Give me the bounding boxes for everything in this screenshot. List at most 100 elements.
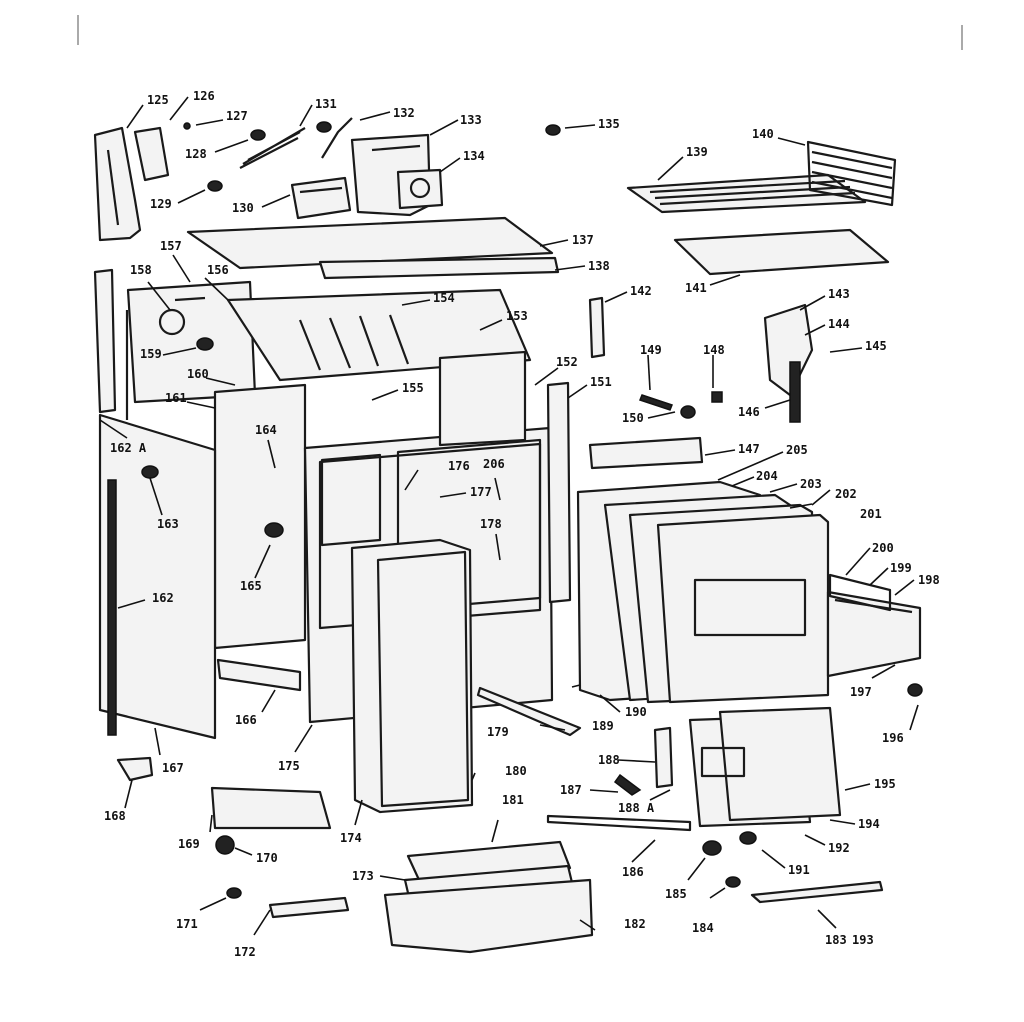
part-138-trim <box>318 256 560 280</box>
label-154: 154 <box>433 291 455 305</box>
label-188A: 188 A <box>618 801 655 815</box>
label-188: 188 <box>598 753 620 767</box>
part-143-valve <box>763 303 814 423</box>
label-184: 184 <box>692 921 714 935</box>
label-173: 173 <box>352 869 374 883</box>
part-163-knob <box>141 465 159 479</box>
part-162A-side-panel <box>98 413 217 740</box>
part-179-rail <box>476 686 582 737</box>
label-202: 202 <box>835 487 857 501</box>
part-170-foot <box>215 835 235 855</box>
label-141: 141 <box>685 281 707 295</box>
part-127-screw <box>183 122 191 130</box>
label-162: 162 <box>152 591 174 605</box>
label-148: 148 <box>703 343 725 357</box>
label-169: 169 <box>178 837 200 851</box>
part-193-handle <box>750 880 884 904</box>
part-134-plate <box>396 168 444 210</box>
label-183: 183 <box>825 933 847 947</box>
label-192: 192 <box>828 841 850 855</box>
part-157-side-strip <box>93 268 117 414</box>
label-133: 133 <box>460 113 482 127</box>
part-147-bracket <box>588 436 704 470</box>
label-203: 203 <box>800 477 822 491</box>
label-195: 195 <box>874 777 896 791</box>
part-139-oven-rack <box>626 173 867 214</box>
label-205: 205 <box>786 443 808 457</box>
label-198: 198 <box>918 573 940 587</box>
part-128-clip <box>250 129 266 141</box>
label-161: 161 <box>165 391 187 405</box>
part-186-tube <box>546 814 692 832</box>
label-159: 159 <box>140 347 162 361</box>
label-146: 146 <box>738 405 760 419</box>
label-197: 197 <box>850 685 872 699</box>
label-125: 125 <box>147 93 169 107</box>
part-137-top-panel <box>186 216 554 270</box>
part-182-burner-box <box>383 878 594 954</box>
part-131-element <box>239 121 332 169</box>
label-127: 127 <box>226 109 248 123</box>
part-171-clip <box>226 887 242 899</box>
part-149-screw <box>639 394 673 411</box>
label-187: 187 <box>560 783 582 797</box>
part-165-valve <box>264 522 284 538</box>
label-194: 194 <box>858 817 880 831</box>
label-128: 128 <box>185 147 207 161</box>
part-151-right-rail <box>546 381 572 604</box>
part-195-broiler-door <box>688 706 842 828</box>
label-144: 144 <box>828 317 850 331</box>
part-159-knob <box>196 337 214 351</box>
label-135: 135 <box>598 117 620 131</box>
label-190: 190 <box>625 705 647 719</box>
callout-labels: 125 126 127 128 129 130 131 132 133 134 … <box>104 89 940 959</box>
label-134: 134 <box>463 149 485 163</box>
part-191-fitting <box>739 831 757 845</box>
part-150-knob <box>680 405 696 419</box>
label-186: 186 <box>622 865 644 879</box>
label-174: 174 <box>340 831 362 845</box>
part-129-grommet <box>207 180 223 192</box>
label-153: 153 <box>506 309 528 323</box>
label-191: 191 <box>788 863 810 877</box>
leader-lines <box>99 96 919 936</box>
part-168-bracket <box>116 756 154 782</box>
label-181: 181 <box>502 793 524 807</box>
part-169-kickplate <box>210 786 332 830</box>
label-193: 193 <box>852 933 874 947</box>
label-138: 138 <box>588 259 610 273</box>
part-158-clock <box>158 308 186 336</box>
part-166-bottom-strip <box>216 658 302 692</box>
part-141-broiler-pan <box>673 228 890 276</box>
label-172: 172 <box>234 945 256 959</box>
label-147: 147 <box>738 442 760 456</box>
label-132: 132 <box>393 106 415 120</box>
label-130: 130 <box>232 201 254 215</box>
label-178: 178 <box>480 517 502 531</box>
label-126: 126 <box>193 89 215 103</box>
label-171: 171 <box>176 917 198 931</box>
label-170: 170 <box>256 851 278 865</box>
label-131: 131 <box>315 97 337 111</box>
label-163: 163 <box>157 517 179 531</box>
part-180-door-panel <box>350 538 474 814</box>
label-177: 177 <box>470 485 492 499</box>
part-184-clip <box>725 876 741 888</box>
label-182: 182 <box>624 917 646 931</box>
label-185: 185 <box>665 887 687 901</box>
label-176: 176 <box>448 459 470 473</box>
label-150: 150 <box>622 411 644 425</box>
label-180: 180 <box>505 764 527 778</box>
label-149: 149 <box>640 343 662 357</box>
label-143: 143 <box>828 287 850 301</box>
part-148-clip <box>711 391 723 403</box>
label-166: 166 <box>235 713 257 727</box>
part-126-bracket <box>133 126 170 182</box>
label-151: 151 <box>590 375 612 389</box>
label-200: 200 <box>872 541 894 555</box>
label-196: 196 <box>882 731 904 745</box>
label-140: 140 <box>752 127 774 141</box>
label-160: 160 <box>187 367 209 381</box>
label-199: 199 <box>890 561 912 575</box>
